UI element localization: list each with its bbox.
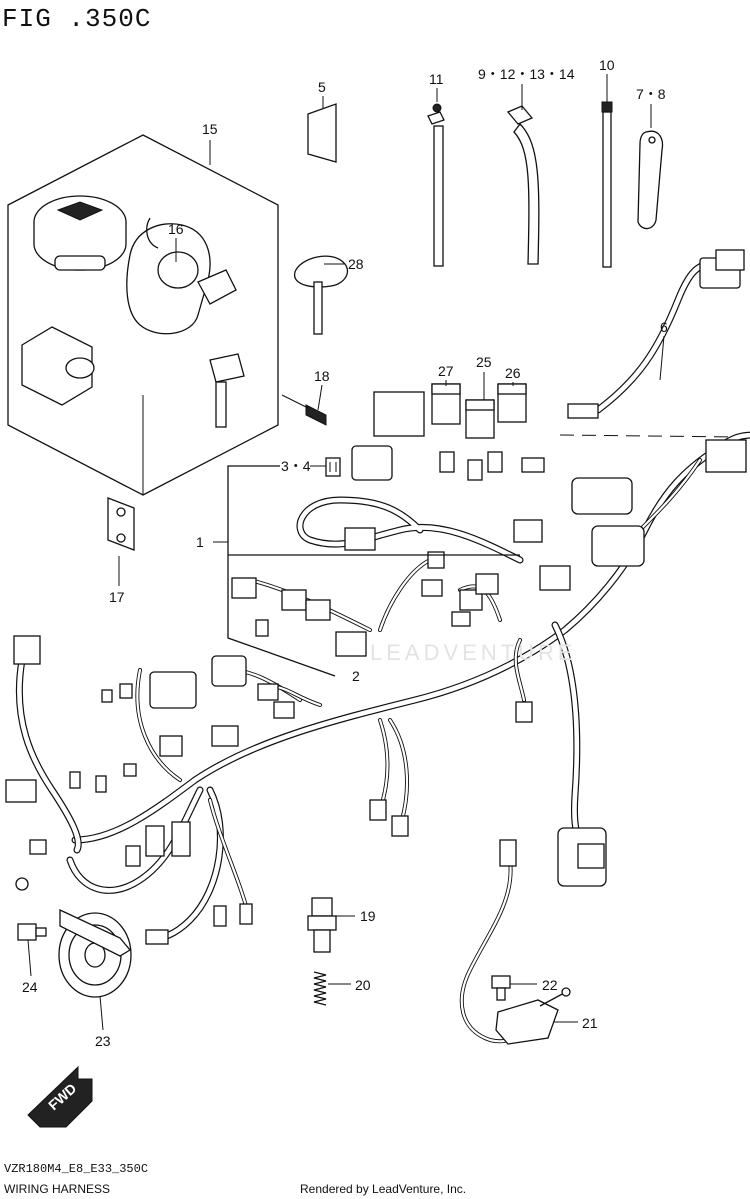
strap-7-8 <box>637 130 664 230</box>
key-28 <box>294 255 348 335</box>
callout-22: 22 <box>542 977 558 993</box>
callout-18: 18 <box>314 368 330 384</box>
spring-20 <box>313 971 327 1006</box>
callout-15: 15 <box>202 121 218 137</box>
callout-24: 24 <box>22 979 38 995</box>
callout-20: 20 <box>355 977 371 993</box>
relay-26 <box>497 383 527 423</box>
ignition-switch-box-outline <box>7 134 279 496</box>
callout-3-4: 3・4 <box>281 458 311 474</box>
horn-23 <box>58 908 132 998</box>
fuse-3-4 <box>325 457 341 477</box>
callout-21: 21 <box>582 1015 598 1031</box>
callout-10: 10 <box>599 57 615 73</box>
fwd-arrow: FWD <box>27 1065 93 1128</box>
watermark-text: LEADVENTURE <box>370 640 577 665</box>
bolt-24 <box>17 923 47 941</box>
ignition-switch-assembly <box>7 134 279 496</box>
figure-title: FIG .350C <box>2 4 152 34</box>
bolt-18 <box>281 394 327 426</box>
switch-19 <box>307 897 337 953</box>
callout-2: 2 <box>352 668 360 684</box>
rendered-by: Rendered by LeadVenture, Inc. <box>300 1182 467 1196</box>
callout-7-8: 7・8 <box>636 86 666 102</box>
relay-27 <box>431 383 461 425</box>
callout-25: 25 <box>476 354 492 370</box>
bolt-22 <box>491 975 511 1001</box>
relay-25 <box>465 399 495 439</box>
callout-6: 6 <box>660 319 668 335</box>
sensor-21 <box>459 839 571 1045</box>
callout-17: 17 <box>109 589 125 605</box>
callout-19: 19 <box>360 908 376 924</box>
callout-27: 27 <box>438 363 454 379</box>
callout-1: 1 <box>196 534 204 550</box>
clamp-9-12-13-14 <box>506 105 540 265</box>
callout-28: 28 <box>348 256 364 272</box>
model-code: VZR180M4_E8_E33_350C <box>4 1162 149 1176</box>
clamp-10 <box>601 101 613 268</box>
callouts: 15 5 11 9・12・13・14 10 7・8 6 16 28 18 27 … <box>22 57 668 1049</box>
clamp-11 <box>427 103 445 267</box>
label-sticker-5 <box>307 103 337 163</box>
leader-lines <box>27 74 665 1031</box>
callout-23: 23 <box>95 1033 111 1049</box>
callout-9-12-13-14: 9・12・13・14 <box>478 66 575 82</box>
callout-16: 16 <box>168 221 184 237</box>
callout-5: 5 <box>318 79 326 95</box>
harness-group-bracket <box>227 465 520 677</box>
bracket-17 <box>107 497 135 551</box>
callout-26: 26 <box>505 365 521 381</box>
main-harness-1 <box>5 391 750 945</box>
group-name: WIRING HARNESS <box>4 1182 111 1196</box>
sub-harness-6 <box>559 249 745 438</box>
callout-11: 11 <box>429 71 444 87</box>
